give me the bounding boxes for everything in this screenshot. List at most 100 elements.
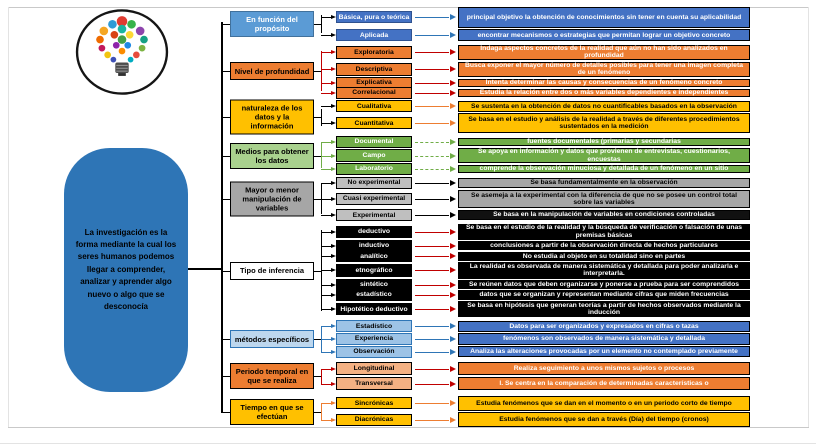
arrow-line-segment — [415, 155, 449, 157]
description-box: fuentes documentales (primarias y secund… — [458, 137, 750, 147]
description-box: principal objetivo la obtención de conoc… — [458, 6, 750, 29]
description-box: Estudia fenómenos que se dan a través (D… — [458, 412, 750, 428]
arrowhead-icon — [450, 79, 456, 86]
type-box: Experimental — [336, 209, 412, 222]
description-box: Se basa en el estudio de la realidad y l… — [458, 223, 750, 241]
arrow-line-segment — [415, 106, 449, 108]
type-box: Hipotético deductivo — [336, 303, 412, 316]
arrow-line-segment — [415, 351, 449, 353]
arrow-line-segment — [415, 231, 449, 233]
bracket-line-segment — [321, 231, 331, 233]
arrowhead-icon — [450, 89, 456, 96]
arrowhead-icon — [450, 242, 456, 249]
bracket-line-segment — [321, 270, 331, 272]
bracket-arrowhead-icon — [331, 381, 336, 386]
bracket-arrowhead-icon — [331, 293, 336, 298]
bracket-arrow — [316, 79, 336, 88]
bracket-line-segment — [321, 106, 331, 108]
type-box: Campo — [336, 149, 412, 162]
arrow-line-segment — [415, 215, 449, 217]
type-box: Longitudinal — [336, 362, 412, 375]
arrow-connector — [412, 210, 458, 221]
page-border-left — [8, 7, 9, 427]
category-connector-line — [314, 117, 321, 118]
arrowhead-icon — [450, 120, 456, 127]
bracket-arrowhead-icon — [331, 153, 336, 158]
arrow-line-segment — [415, 309, 449, 311]
description-box: conclusiones a partir de la observación … — [458, 241, 750, 251]
arrowhead-icon — [450, 323, 456, 330]
bracket-arrow — [316, 7, 336, 28]
type-box: Aplicada — [336, 29, 412, 42]
bracket-line-segment — [321, 339, 331, 340]
arrowhead-icon — [450, 49, 456, 56]
arrowhead-icon — [450, 152, 456, 159]
bracket-line-segment — [321, 142, 331, 144]
diagram-row: Básica, pura o teórica principal objetivo… — [316, 6, 750, 29]
arrow-connector — [412, 45, 458, 61]
arrow-line-segment — [415, 35, 449, 37]
bracket-line-segment — [321, 123, 331, 125]
type-box: Laboratorio — [336, 162, 412, 176]
bracket-arrow — [316, 321, 336, 332]
arrowhead-icon — [450, 179, 456, 186]
type-box: analítico — [336, 250, 412, 263]
bracket-arrow — [316, 290, 336, 299]
bracket-arrow — [316, 224, 336, 240]
bracket-line-segment — [321, 284, 331, 286]
bracket-line-segment — [321, 69, 331, 71]
arrow-connector — [412, 362, 458, 376]
bracket-line-segment — [321, 155, 331, 157]
category-connector-line — [314, 155, 321, 157]
arrow-line-segment — [415, 182, 449, 184]
description-box: Se basa en hipótesis que generan teorías… — [458, 300, 750, 318]
bracket-arrowhead-icon — [331, 243, 336, 248]
type-box: Estadístico — [336, 320, 412, 333]
bracket-line-segment — [321, 92, 331, 94]
bracket-arrowhead-icon — [331, 417, 336, 422]
description-box: Analiza las alteraciones provocadas por … — [458, 346, 750, 358]
arrow-connector — [412, 290, 458, 299]
bracket-arrowhead-icon — [331, 197, 336, 201]
description-box: Busca exponer el mayor número de detalle… — [458, 61, 750, 78]
bracket-arrow — [316, 29, 336, 41]
arrow-line-segment — [415, 295, 449, 297]
bracket-arrowhead-icon — [331, 167, 336, 171]
arrowhead-icon — [450, 166, 456, 172]
bracket-arrow — [316, 252, 336, 261]
bracket-arrowhead-icon — [331, 213, 336, 218]
diagram-group: naturaleza de los datos y la información… — [221, 99, 750, 135]
category-connector-line — [314, 24, 321, 25]
type-box: Básica, pura o teórica — [336, 11, 412, 24]
description-box: Estudia fenómenos que se dan en el momen… — [458, 395, 750, 411]
arrow-connector — [412, 252, 458, 261]
bracket-arrowhead-icon — [331, 349, 336, 354]
arrow-connector — [412, 396, 458, 411]
bracket-arrow — [316, 280, 336, 289]
bracket-arrow — [316, 210, 336, 221]
arrow-connector — [412, 190, 458, 209]
description-box: Estudia la relación entre dos o más vari… — [458, 88, 750, 98]
arrow-connector — [412, 262, 458, 278]
type-box: deductivo — [336, 225, 412, 238]
arrowhead-icon — [450, 416, 456, 423]
description-box: Se reúnen datos que deben organizarse y … — [458, 280, 750, 290]
arrow-connector — [412, 29, 458, 41]
arrow-line-segment — [415, 284, 449, 286]
bracket-arrowhead-icon — [331, 80, 336, 85]
bracket-line — [321, 368, 323, 384]
category-box: Mayor o menor manipulación de variables — [230, 181, 314, 217]
